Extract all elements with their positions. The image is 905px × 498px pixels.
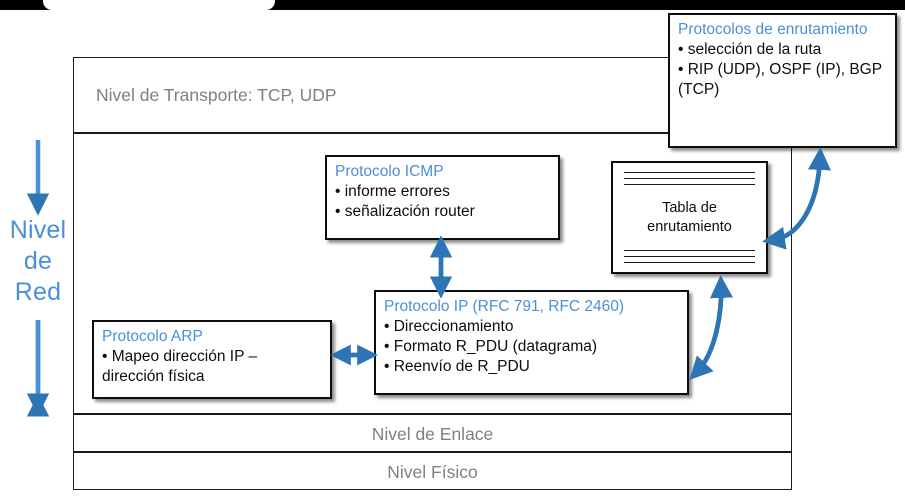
nivel-de-red-line-2: de (23, 247, 53, 275)
callout-icmp-heading: Protocolo ICMP (335, 163, 444, 180)
routing-table-line-2: enrutamiento (647, 218, 732, 235)
callout-enrutamiento-heading: Protocolos de enrutamiento (678, 21, 868, 38)
callout-protocolo-icmp: Protocolo ICMP • informe errores • señal… (325, 155, 560, 240)
callout-ip-heading: Protocolo IP (RFC 791, RFC 2460) (384, 298, 625, 315)
nivel-de-red-label: Nivel de Red (2, 215, 74, 308)
routing-table-document: Tabla de enrutamiento (611, 161, 768, 274)
callout-protocolo-ip: Protocolo IP (RFC 791, RFC 2460) • Direc… (374, 290, 689, 395)
layer-enlace-label: Nivel de Enlace (371, 424, 494, 444)
callout-arp-heading: Protocolo ARP (102, 328, 203, 345)
callout-protocolos-enrutamiento: Protocolos de enrutamiento • selección d… (668, 13, 897, 148)
callout-ip-item-0: • Direccionamiento (384, 318, 514, 335)
layer-enlace: Nivel de Enlace (73, 414, 792, 452)
callout-ip-item-1: • Formato R_PDU (datagrama) (384, 338, 598, 355)
layer-transporte-label: Nivel de Transporte: TCP, UDP (96, 85, 337, 105)
white-rounded-tab (43, 0, 275, 10)
nivel-de-red-line-3: Red (14, 278, 62, 306)
layer-fisico: Nivel Físico (73, 452, 792, 490)
routing-table-rules-top (624, 172, 755, 185)
callout-protocolo-arp: Protocolo ARP • Mapeo dirección IP – dir… (92, 320, 332, 399)
layer-fisico-label: Nivel Físico (387, 462, 478, 482)
top-black-band (0, 0, 905, 10)
routing-table-rules-bottom (624, 250, 755, 263)
callout-ip-item-2: • Reenvío de R_PDU (384, 358, 530, 375)
callout-arp-item-0: • Mapeo dirección IP – dirección física (102, 348, 258, 385)
routing-table-line-1: Tabla de (662, 199, 717, 216)
callout-enrutamiento-item-0: • selección de la ruta (678, 41, 822, 58)
nivel-de-red-line-1: Nivel (9, 216, 67, 244)
callout-icmp-item-1: • señalización router (335, 203, 475, 220)
callout-enrutamiento-item-1: • RIP (UDP), OSPF (IP), BGP (TCP) (678, 61, 882, 98)
routing-table-text: Tabla de enrutamiento (624, 199, 755, 237)
callout-icmp-item-0: • informe errores (335, 183, 450, 200)
